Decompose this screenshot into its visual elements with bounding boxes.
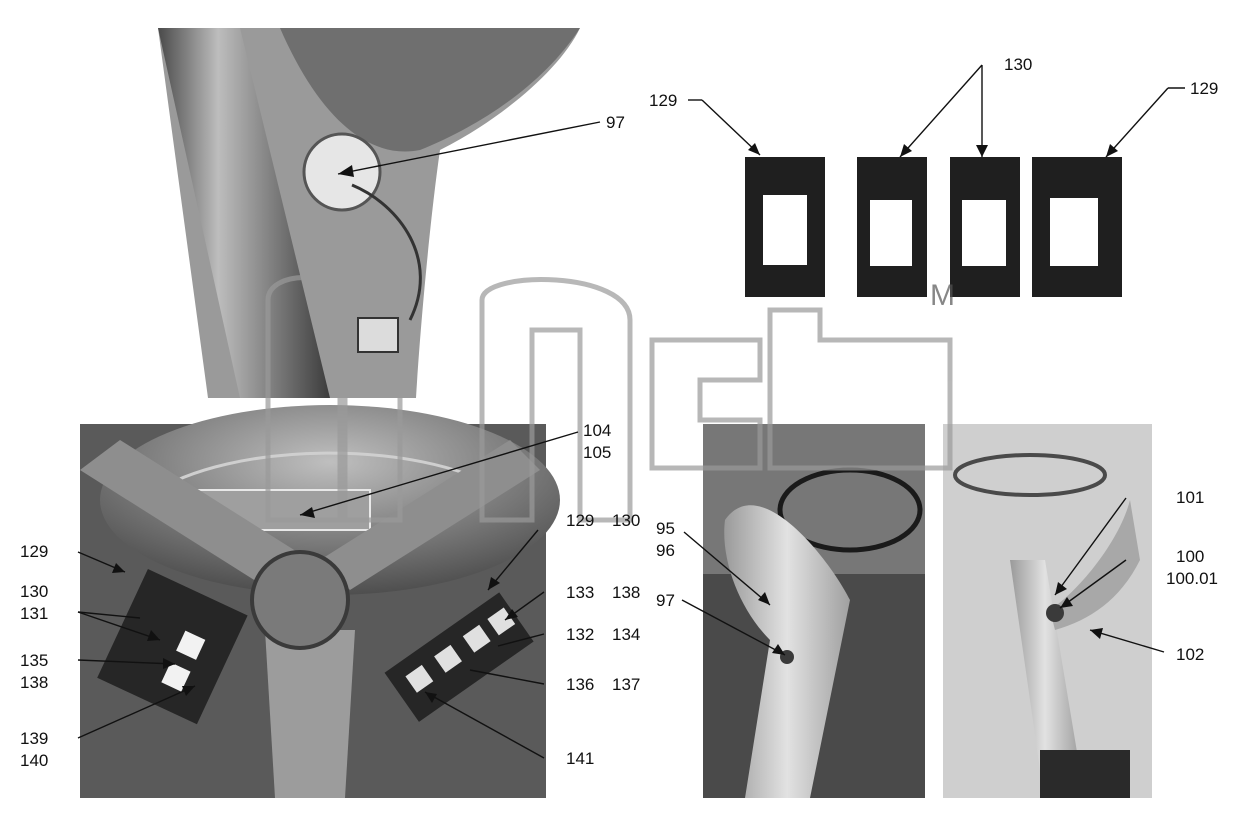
callout-137: 137 xyxy=(612,675,640,694)
callout-104: 104 xyxy=(583,421,611,440)
callout-95: 95 xyxy=(656,519,675,538)
callout-105: 105 xyxy=(583,443,611,462)
callout-132: 132 xyxy=(566,625,594,644)
callout-97-lever: 97 xyxy=(656,591,675,610)
callout-labels: 97 129 130 129 104 105 129 130 129 130 1… xyxy=(20,55,1218,770)
callout-138-left: 138 xyxy=(20,673,48,692)
panel-switch-frames xyxy=(745,157,1122,297)
callout-130-frames: 130 xyxy=(1004,55,1032,74)
callout-101: 101 xyxy=(1176,488,1204,507)
switch-frame-129-right xyxy=(1032,157,1122,297)
callout-133: 133 xyxy=(566,583,594,602)
callout-136: 136 xyxy=(566,675,594,694)
panel-steering-column-top xyxy=(158,28,580,398)
connector-plug xyxy=(357,317,399,353)
callout-97-top: 97 xyxy=(606,113,625,132)
panel-lever-left xyxy=(703,424,925,798)
leader-lines xyxy=(77,64,1185,759)
panel-dashboard xyxy=(80,405,560,798)
callout-140: 140 xyxy=(20,751,48,770)
callout-129-right-frame: 129 xyxy=(1190,79,1218,98)
switch-frame-130-b xyxy=(950,157,1020,297)
watermark: M xyxy=(265,275,955,523)
callout-135: 135 xyxy=(20,651,48,670)
callout-139: 139 xyxy=(20,729,48,748)
knob-100 xyxy=(1046,604,1064,622)
callout-129-left-frame: 129 xyxy=(649,91,677,110)
callout-141: 141 xyxy=(566,749,594,768)
callout-100: 100 xyxy=(1176,547,1204,566)
switch-cluster-right xyxy=(384,592,534,722)
callout-138-right: 138 xyxy=(612,583,640,602)
switch-cluster-left xyxy=(97,569,248,725)
callout-102: 102 xyxy=(1176,645,1204,664)
callout-134: 134 xyxy=(612,625,640,644)
callout-130-dash-left: 130 xyxy=(20,582,48,601)
callout-100-01: 100.01 xyxy=(1166,569,1218,588)
callout-130-dash-right: 130 xyxy=(612,511,640,530)
callout-131: 131 xyxy=(20,604,48,623)
panel-lever-right xyxy=(943,424,1152,798)
callout-96: 96 xyxy=(656,541,675,560)
watermark-letter-m: M xyxy=(930,279,955,312)
switch-frame-129-left xyxy=(745,157,825,297)
steering-hub xyxy=(250,550,350,650)
switch-frame-130-a xyxy=(857,157,927,297)
callout-129-dash-right: 129 xyxy=(566,511,594,530)
callout-129-dash-left: 129 xyxy=(20,542,48,561)
